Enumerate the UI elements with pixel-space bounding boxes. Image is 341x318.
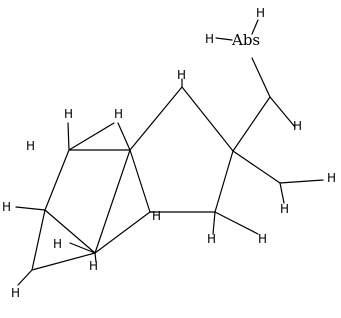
hydrogen-label-ch2-left: H [26,139,35,153]
hydrogen-label-left-ch: H [2,200,11,214]
bond-line [44,149,70,211]
hydrogen-label-ch2-top-right: H [293,119,302,133]
bond-line [94,149,131,254]
bond-line [15,206,46,211]
bond-line [279,182,285,204]
bond-line [251,57,271,98]
bond-line [181,86,234,152]
bond-line [44,209,96,254]
bond-line [232,150,281,184]
bond-line [31,252,96,271]
bond-line [31,209,46,271]
bond-line [67,122,70,151]
bond-line [215,37,233,41]
hydrogen-label-ch2-lower-left: H [207,232,216,246]
bond-line [94,211,151,254]
hydrogen-label-bridgehead-mid: H [152,209,161,223]
bond-line [251,19,259,35]
hydrogen-label-cyclopropyl-bottom: H [11,286,20,300]
hydrogen-label-cyclopropyl-inner: H [53,237,62,251]
bond-line [212,211,216,235]
bond-line [214,150,234,213]
bond-line [94,252,97,263]
bond-line [214,211,259,235]
bond-line [279,179,324,184]
bond-line [69,242,96,254]
hydrogen-label-ch2-upper-right: H [114,107,123,121]
hydrogen-label-bridgehead-top: H [177,68,186,82]
bond-line [68,122,115,151]
bond-line [117,122,131,151]
abs-stereo-label: Abs [231,31,260,49]
hydrogen-label-cyclopropyl-right: H [89,259,98,273]
bond-line [129,86,183,151]
bond-line [129,149,151,213]
hydrogen-label-methyl-right: H [327,171,336,185]
bond-line [232,96,271,152]
amine-hydrogen-left: H [205,32,214,46]
amine-hydrogen-top: H [256,6,265,20]
hydrogen-label-ch2-upper-left: H [64,107,73,121]
bond-line [17,269,33,286]
hydrogen-label-methyl-bottom: H [280,202,289,216]
bond-line [269,96,296,128]
bond-lines [15,19,324,286]
hydrogen-label-ch2-lower-right: H [258,232,267,246]
